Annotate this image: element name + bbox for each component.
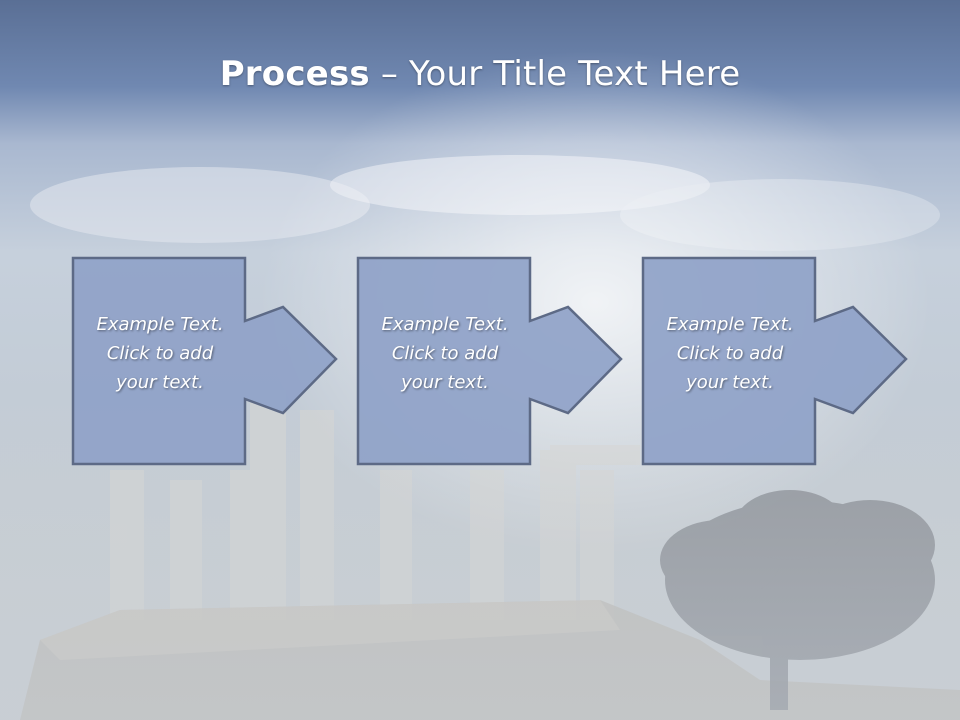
process-step-1[interactable]: Example Text. Click to add your text. — [71, 256, 411, 467]
arrow-box-shape — [71, 256, 338, 466]
step-3-text: Example Text. Click to add your text. — [666, 314, 794, 393]
arrow-box-shape — [641, 256, 908, 466]
process-step-3[interactable]: Example Text. Click to add your text. — [641, 256, 960, 467]
process-step-2[interactable]: Example Text. Click to add your text. — [356, 256, 696, 467]
step-2-text: Example Text. Click to add your text. — [381, 314, 509, 393]
slide-title[interactable]: Process – Your Title Text Here — [0, 54, 960, 94]
title-rest: – Your Title Text Here — [369, 54, 741, 94]
arrow-box-shape — [356, 256, 623, 466]
title-bold: Process — [219, 54, 370, 94]
step-1-text: Example Text. Click to add your text. — [96, 314, 224, 393]
